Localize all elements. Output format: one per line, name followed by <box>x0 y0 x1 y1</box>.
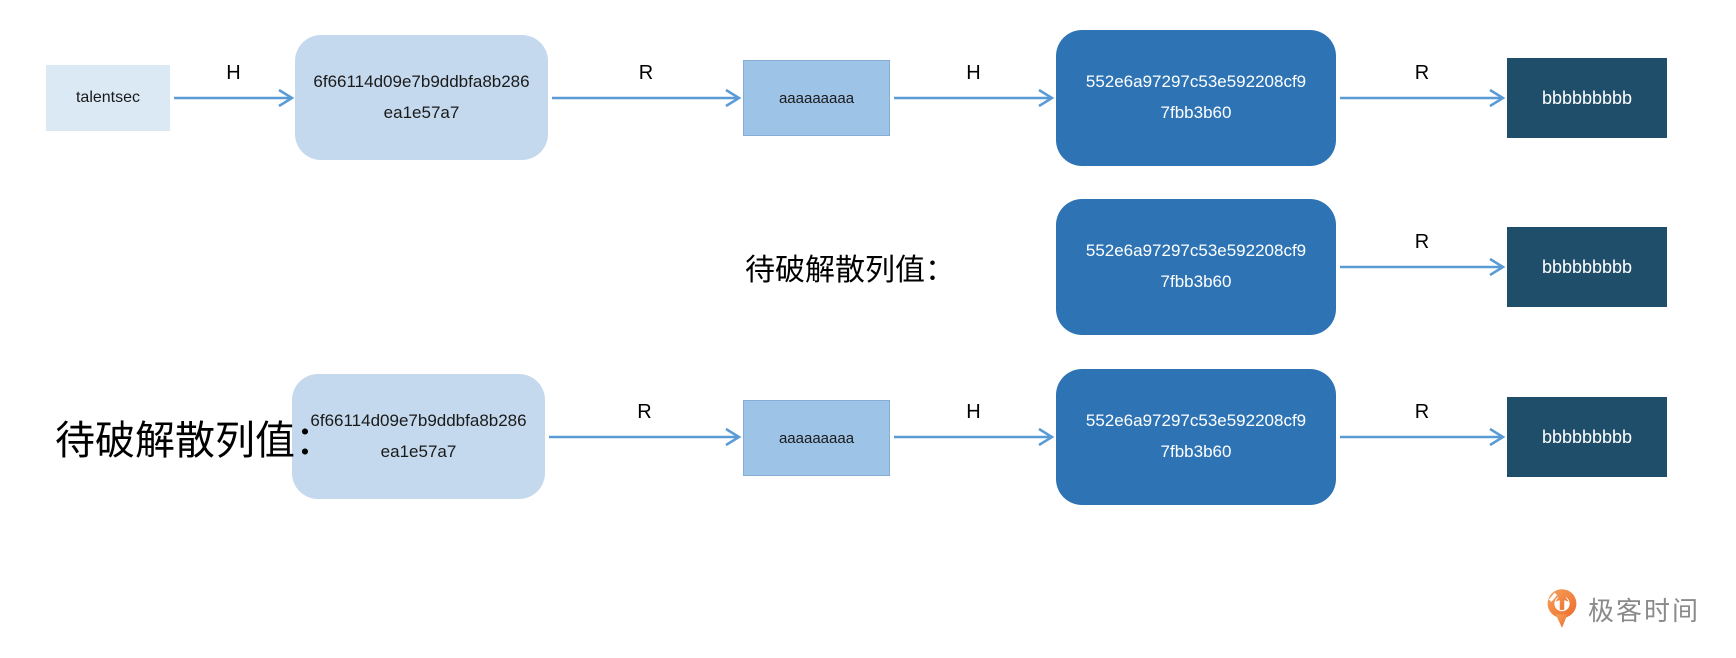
node-row2-hash-552e: 552e6a97297c53e592208cf9 7fbb3b60 <box>1056 199 1336 335</box>
arrow-row1-r2-label-R: R <box>1414 62 1430 84</box>
arrow-row3-r2 <box>1340 427 1506 447</box>
arrow-row1-h2 <box>894 88 1055 108</box>
node-row1-reduced-aaaaaaaaa: aaaaaaaaa <box>743 60 890 136</box>
arrow-row3-h1-label-H: H <box>966 401 981 423</box>
arrow-row1-h2-label-H: H <box>966 62 981 84</box>
geektime-logo: 极客时间 <box>1544 586 1700 632</box>
arrow-row1-r1-label-R: R <box>638 62 654 84</box>
geektime-logo-text: 极客时间 <box>1588 595 1701 626</box>
arrow-row2-r1-label-R: R <box>1414 231 1430 253</box>
node-row1-plaintext-talentsec: talentsec <box>46 65 170 131</box>
node-row1-reduced-bbbbbbbbb: bbbbbbbbb <box>1507 58 1667 138</box>
arrow-row1-r2 <box>1340 88 1506 108</box>
geektime-logo-icon <box>1547 589 1577 628</box>
arrow-row1-r1 <box>552 88 742 108</box>
arrow-row3-r1 <box>549 427 742 447</box>
arrow-row1-h1-label-H: H <box>226 62 241 84</box>
node-row2-reduced-bbbbbbbbb: bbbbbbbbb <box>1507 227 1667 307</box>
node-row1-hash-6f66: 6f66114d09e7b9ddbfa8b286 ea1e57a7 <box>295 35 548 160</box>
node-row3-hash-6f66: 6f66114d09e7b9ddbfa8b286 ea1e57a7 <box>292 374 545 499</box>
label-row2-target-hash: 待破解散列值： <box>745 254 955 287</box>
label-row3-target-hash: 待破解散列值： <box>55 419 335 463</box>
arrow-row2-r1 <box>1340 257 1506 277</box>
node-row3-reduced-bbbbbbbbb: bbbbbbbbb <box>1507 397 1667 477</box>
arrow-row1-h1 <box>174 88 295 108</box>
node-row3-hash-552e: 552e6a97297c53e592208cf9 7fbb3b60 <box>1056 369 1336 505</box>
arrow-row3-r1-label-R: R <box>637 401 652 423</box>
arrow-row3-r2-label-R: R <box>1414 401 1430 423</box>
node-row3-reduced-aaaaaaaaa: aaaaaaaaa <box>743 400 890 476</box>
node-row1-hash-552e: 552e6a97297c53e592208cf9 7fbb3b60 <box>1056 30 1336 166</box>
arrow-row3-h1 <box>894 427 1055 447</box>
